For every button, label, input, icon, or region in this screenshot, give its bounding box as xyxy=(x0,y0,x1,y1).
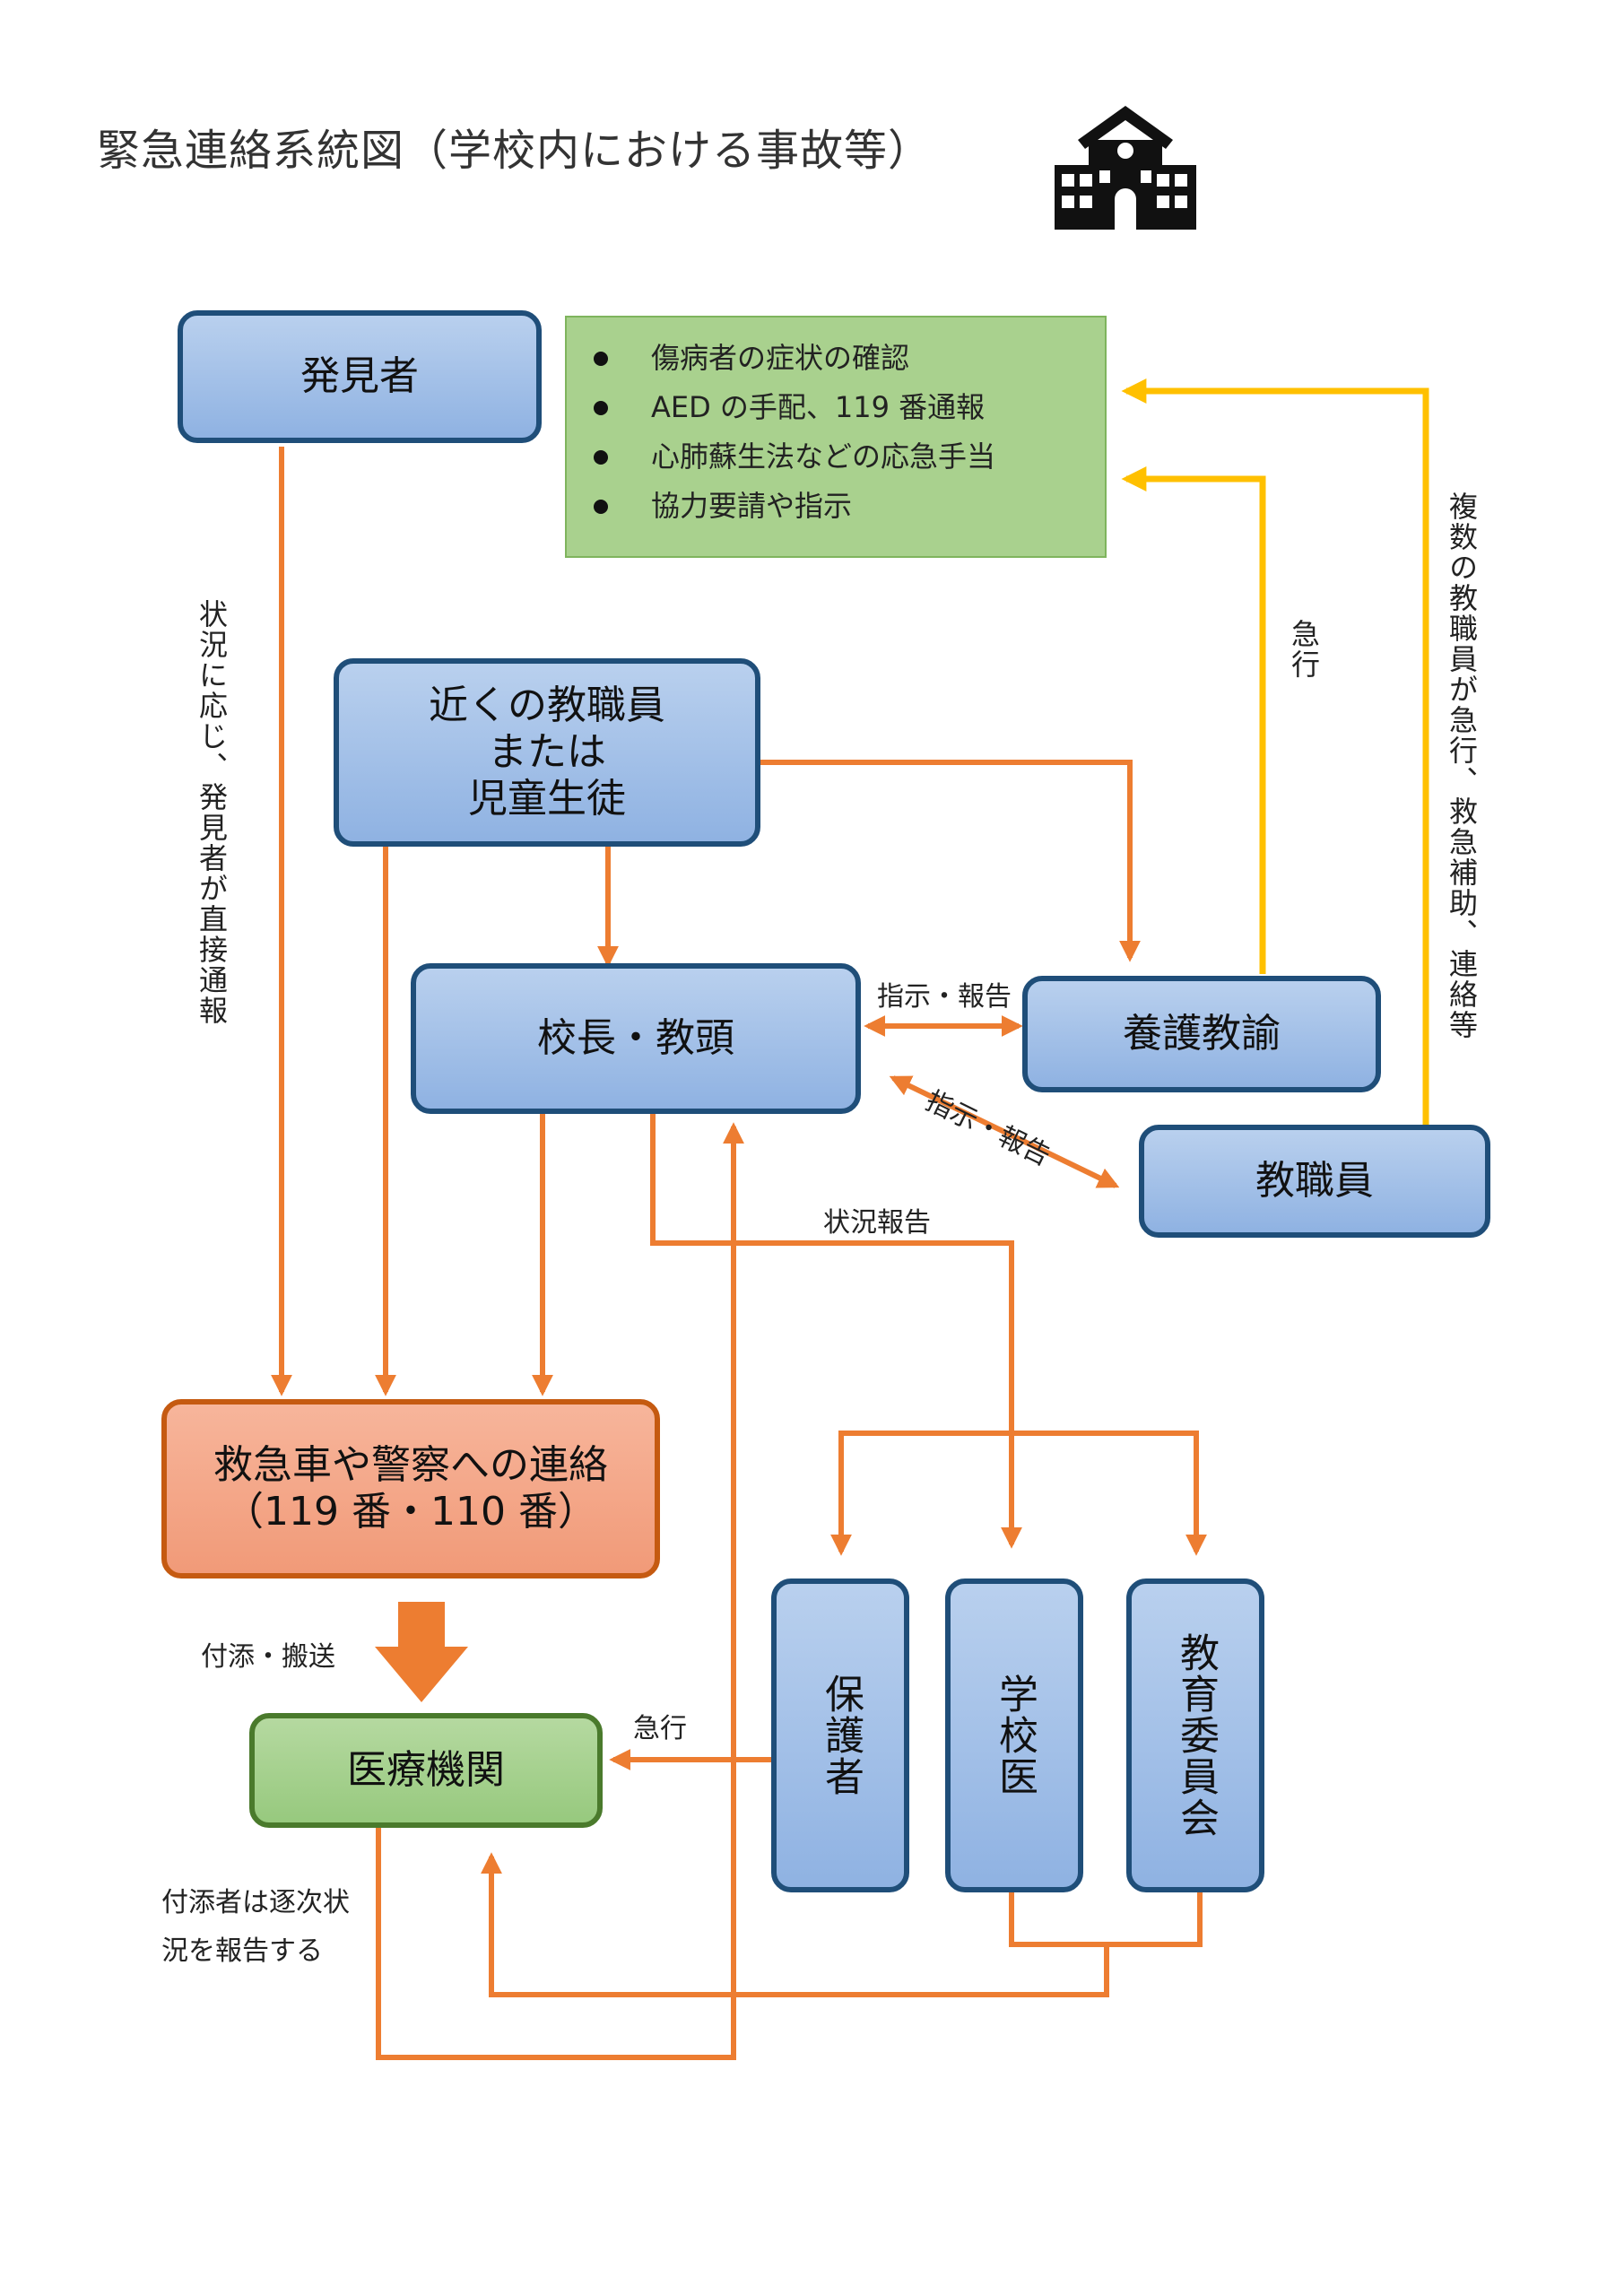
direct-report-label: 状況に応じ、発見者が直接通報 xyxy=(195,599,229,1026)
arrow-distribute-right xyxy=(1012,1431,1207,1556)
nearby-staff-line: 児童生徒 xyxy=(468,776,626,822)
guardian-box: 保護者 xyxy=(771,1578,909,1892)
arrow-nearby-to-nurse xyxy=(755,760,1141,962)
guardian-rush-label: 急行 xyxy=(633,1713,687,1744)
school-building-icon xyxy=(1055,106,1196,230)
escort-transport-arrow xyxy=(375,1602,468,1702)
principal-box: 校長・教頭 xyxy=(411,963,861,1114)
checklist-text: 協力要請や指示 xyxy=(651,489,853,523)
status-report-label: 状況報告 xyxy=(823,1207,931,1239)
school-doctor-label: 学校医 xyxy=(992,1674,1038,1797)
arrow-nurse-to-firstaid xyxy=(1121,466,1266,974)
nurse-rush-label: 急行 xyxy=(1287,619,1321,680)
staff-label: 教職員 xyxy=(1255,1158,1374,1204)
checklist-item: AED の手配、119 番通報 xyxy=(594,383,1105,432)
discoverer-box: 発見者 xyxy=(178,310,542,443)
medical-box: 医療機関 xyxy=(249,1713,603,1828)
emergency-call-line: （119 番・110 番） xyxy=(224,1489,597,1535)
board-of-education-label: 教育委員会 xyxy=(1173,1632,1219,1839)
emergency-call-box: 救急車や警察への連絡 （119 番・110 番） xyxy=(161,1399,660,1578)
school-doctor-box: 学校医 xyxy=(945,1578,1083,1892)
arrow-doctor-board-to-medical xyxy=(491,1857,1203,1997)
checklist-item: 心肺蘇生法などの応急手当 xyxy=(594,432,1105,482)
instruct-report-label: 指示・報告 xyxy=(877,981,1012,1013)
checklist-text: 心肺蘇生法などの応急手当 xyxy=(651,439,996,474)
discoverer-label: 発見者 xyxy=(300,353,419,399)
principal-label: 校長・教頭 xyxy=(537,1015,734,1061)
nearby-staff-line: 近くの教職員 xyxy=(429,683,665,728)
attendant-note-line: 況を報告する xyxy=(161,1935,323,1967)
attendant-note-line: 付添者は逐次状 xyxy=(161,1887,350,1918)
arrow-staff-to-firstaid xyxy=(1121,378,1429,1125)
bullet-icon xyxy=(594,499,608,514)
page-title: 緊急連絡系統図（学校内における事故等） xyxy=(97,126,933,176)
arrow-principal-staff xyxy=(889,1075,1120,1188)
checklist-item: 協力要請や指示 xyxy=(594,482,1105,531)
checklist-text: 傷病者の症状の確認 xyxy=(651,341,910,375)
bullet-icon xyxy=(594,449,608,465)
nearby-staff-line: または xyxy=(488,729,606,775)
arrow-distribute-left xyxy=(830,1431,1012,1556)
emergency-call-line: 救急車や警察への連絡 xyxy=(213,1442,608,1488)
arrow-medical-report-loop xyxy=(376,1122,744,2060)
first-aid-checklist: 傷病者の症状の確認 AED の手配、119 番通報 心肺蘇生法などの応急手当 協… xyxy=(565,316,1107,558)
checklist-text: AED の手配、119 番通報 xyxy=(651,390,986,424)
arrow-status-report xyxy=(650,1114,1022,1549)
checklist-item: 傷病者の症状の確認 xyxy=(594,334,1105,383)
escort-transport-label: 付添・搬送 xyxy=(201,1641,335,1673)
bullet-icon xyxy=(594,351,608,366)
guardian-label: 保護者 xyxy=(818,1674,864,1797)
nurse-box: 養護教諭 xyxy=(1022,976,1381,1092)
multi-staff-label: 複数の教職員が急行、救急補助、連絡等 xyxy=(1445,491,1479,1040)
staff-box: 教職員 xyxy=(1139,1125,1490,1238)
medical-label: 医療機関 xyxy=(347,1747,505,1793)
nurse-label: 養護教諭 xyxy=(1123,1011,1281,1057)
bullet-icon xyxy=(594,400,608,415)
nearby-staff-box: 近くの教職員 または 児童生徒 xyxy=(334,658,760,847)
board-of-education-box: 教育委員会 xyxy=(1126,1578,1264,1892)
